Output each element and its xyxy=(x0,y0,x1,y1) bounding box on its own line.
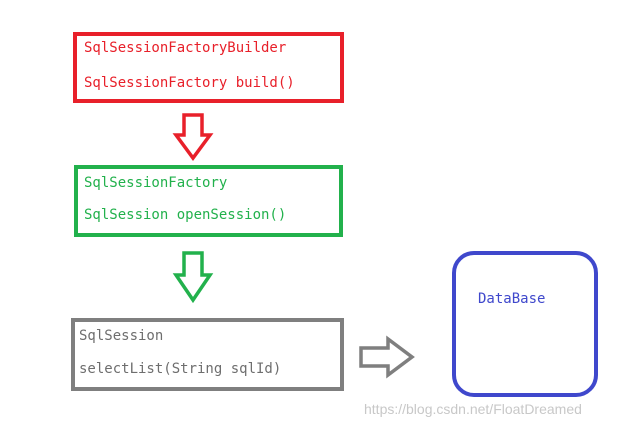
arrow-down-red-icon xyxy=(172,113,214,161)
builder-class-name: SqlSessionFactoryBuilder xyxy=(84,40,287,56)
sqlsessionfactory-box xyxy=(74,165,343,237)
arrow-right-gray-icon xyxy=(359,335,415,379)
database-box xyxy=(452,251,598,397)
session-method: selectList(String sqlId) xyxy=(79,361,282,377)
sqlsessionfactorybuilder-box xyxy=(73,32,344,103)
factory-class-name: SqlSessionFactory xyxy=(84,175,228,191)
arrow-down-green-icon xyxy=(172,251,214,304)
sqlsession-box xyxy=(71,318,344,391)
builder-method: SqlSessionFactory build() xyxy=(84,75,295,91)
session-class-name: SqlSession xyxy=(79,328,164,344)
database-label: DataBase xyxy=(478,291,546,307)
watermark: https://blog.csdn.net/FloatDreamed xyxy=(364,401,582,417)
factory-method: SqlSession openSession() xyxy=(84,207,287,223)
